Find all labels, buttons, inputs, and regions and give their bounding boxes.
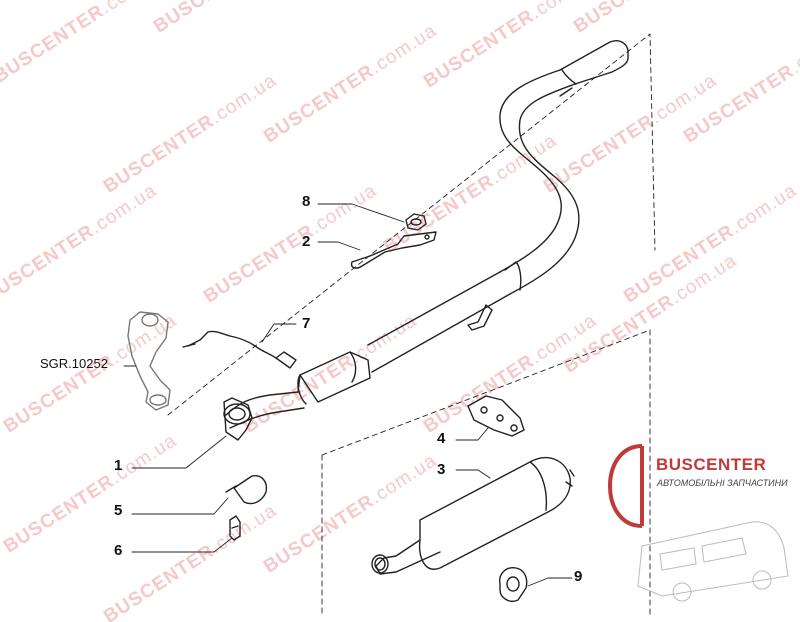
callout-5: 5 (114, 502, 123, 519)
leader-1 (131, 435, 227, 469)
leader-8 (317, 203, 405, 223)
dashed-guide-top (167, 33, 656, 416)
intermediate-pipe (367, 40, 629, 373)
logo-slogan: АВТОМОБІЛЬНІ ЗАПЧАСТИНИ (657, 478, 788, 488)
reference-label: SGR.10252 (40, 356, 108, 371)
callout-8: 8 (302, 193, 311, 210)
nut-part-8 (405, 213, 427, 231)
dashed-guide-bottom (321, 329, 651, 616)
leader-2 (317, 241, 361, 251)
rubber-mount-part-4 (467, 395, 525, 437)
leader-3 (455, 469, 491, 479)
callout-4: 4 (437, 430, 446, 447)
callout-2: 2 (302, 233, 311, 250)
buscenter-logo (607, 444, 789, 602)
leader-6 (131, 537, 233, 553)
bolt-part-6 (229, 515, 241, 541)
gasket-part-5 (225, 475, 268, 505)
callout-6: 6 (114, 542, 123, 559)
center-muffler (297, 351, 371, 405)
rubber-ring-part-9 (499, 567, 528, 602)
leader-7 (261, 323, 297, 343)
callout-3: 3 (437, 461, 446, 478)
leader-4 (455, 427, 489, 441)
front-pipe-part-1 (223, 374, 305, 441)
leader-9 (527, 577, 573, 587)
callout-9: 9 (574, 568, 583, 585)
oxygen-sensor-part-7 (182, 330, 297, 369)
callout-7: 7 (302, 315, 311, 332)
logo-brand: BUSCENTER (656, 455, 767, 474)
callout-1: 1 (114, 457, 123, 474)
leader-5 (131, 497, 229, 515)
rear-muffler-part-3 (371, 457, 575, 575)
exhaust-manifold-reference (127, 311, 171, 411)
hanger-bracket-part-2 (350, 231, 437, 269)
